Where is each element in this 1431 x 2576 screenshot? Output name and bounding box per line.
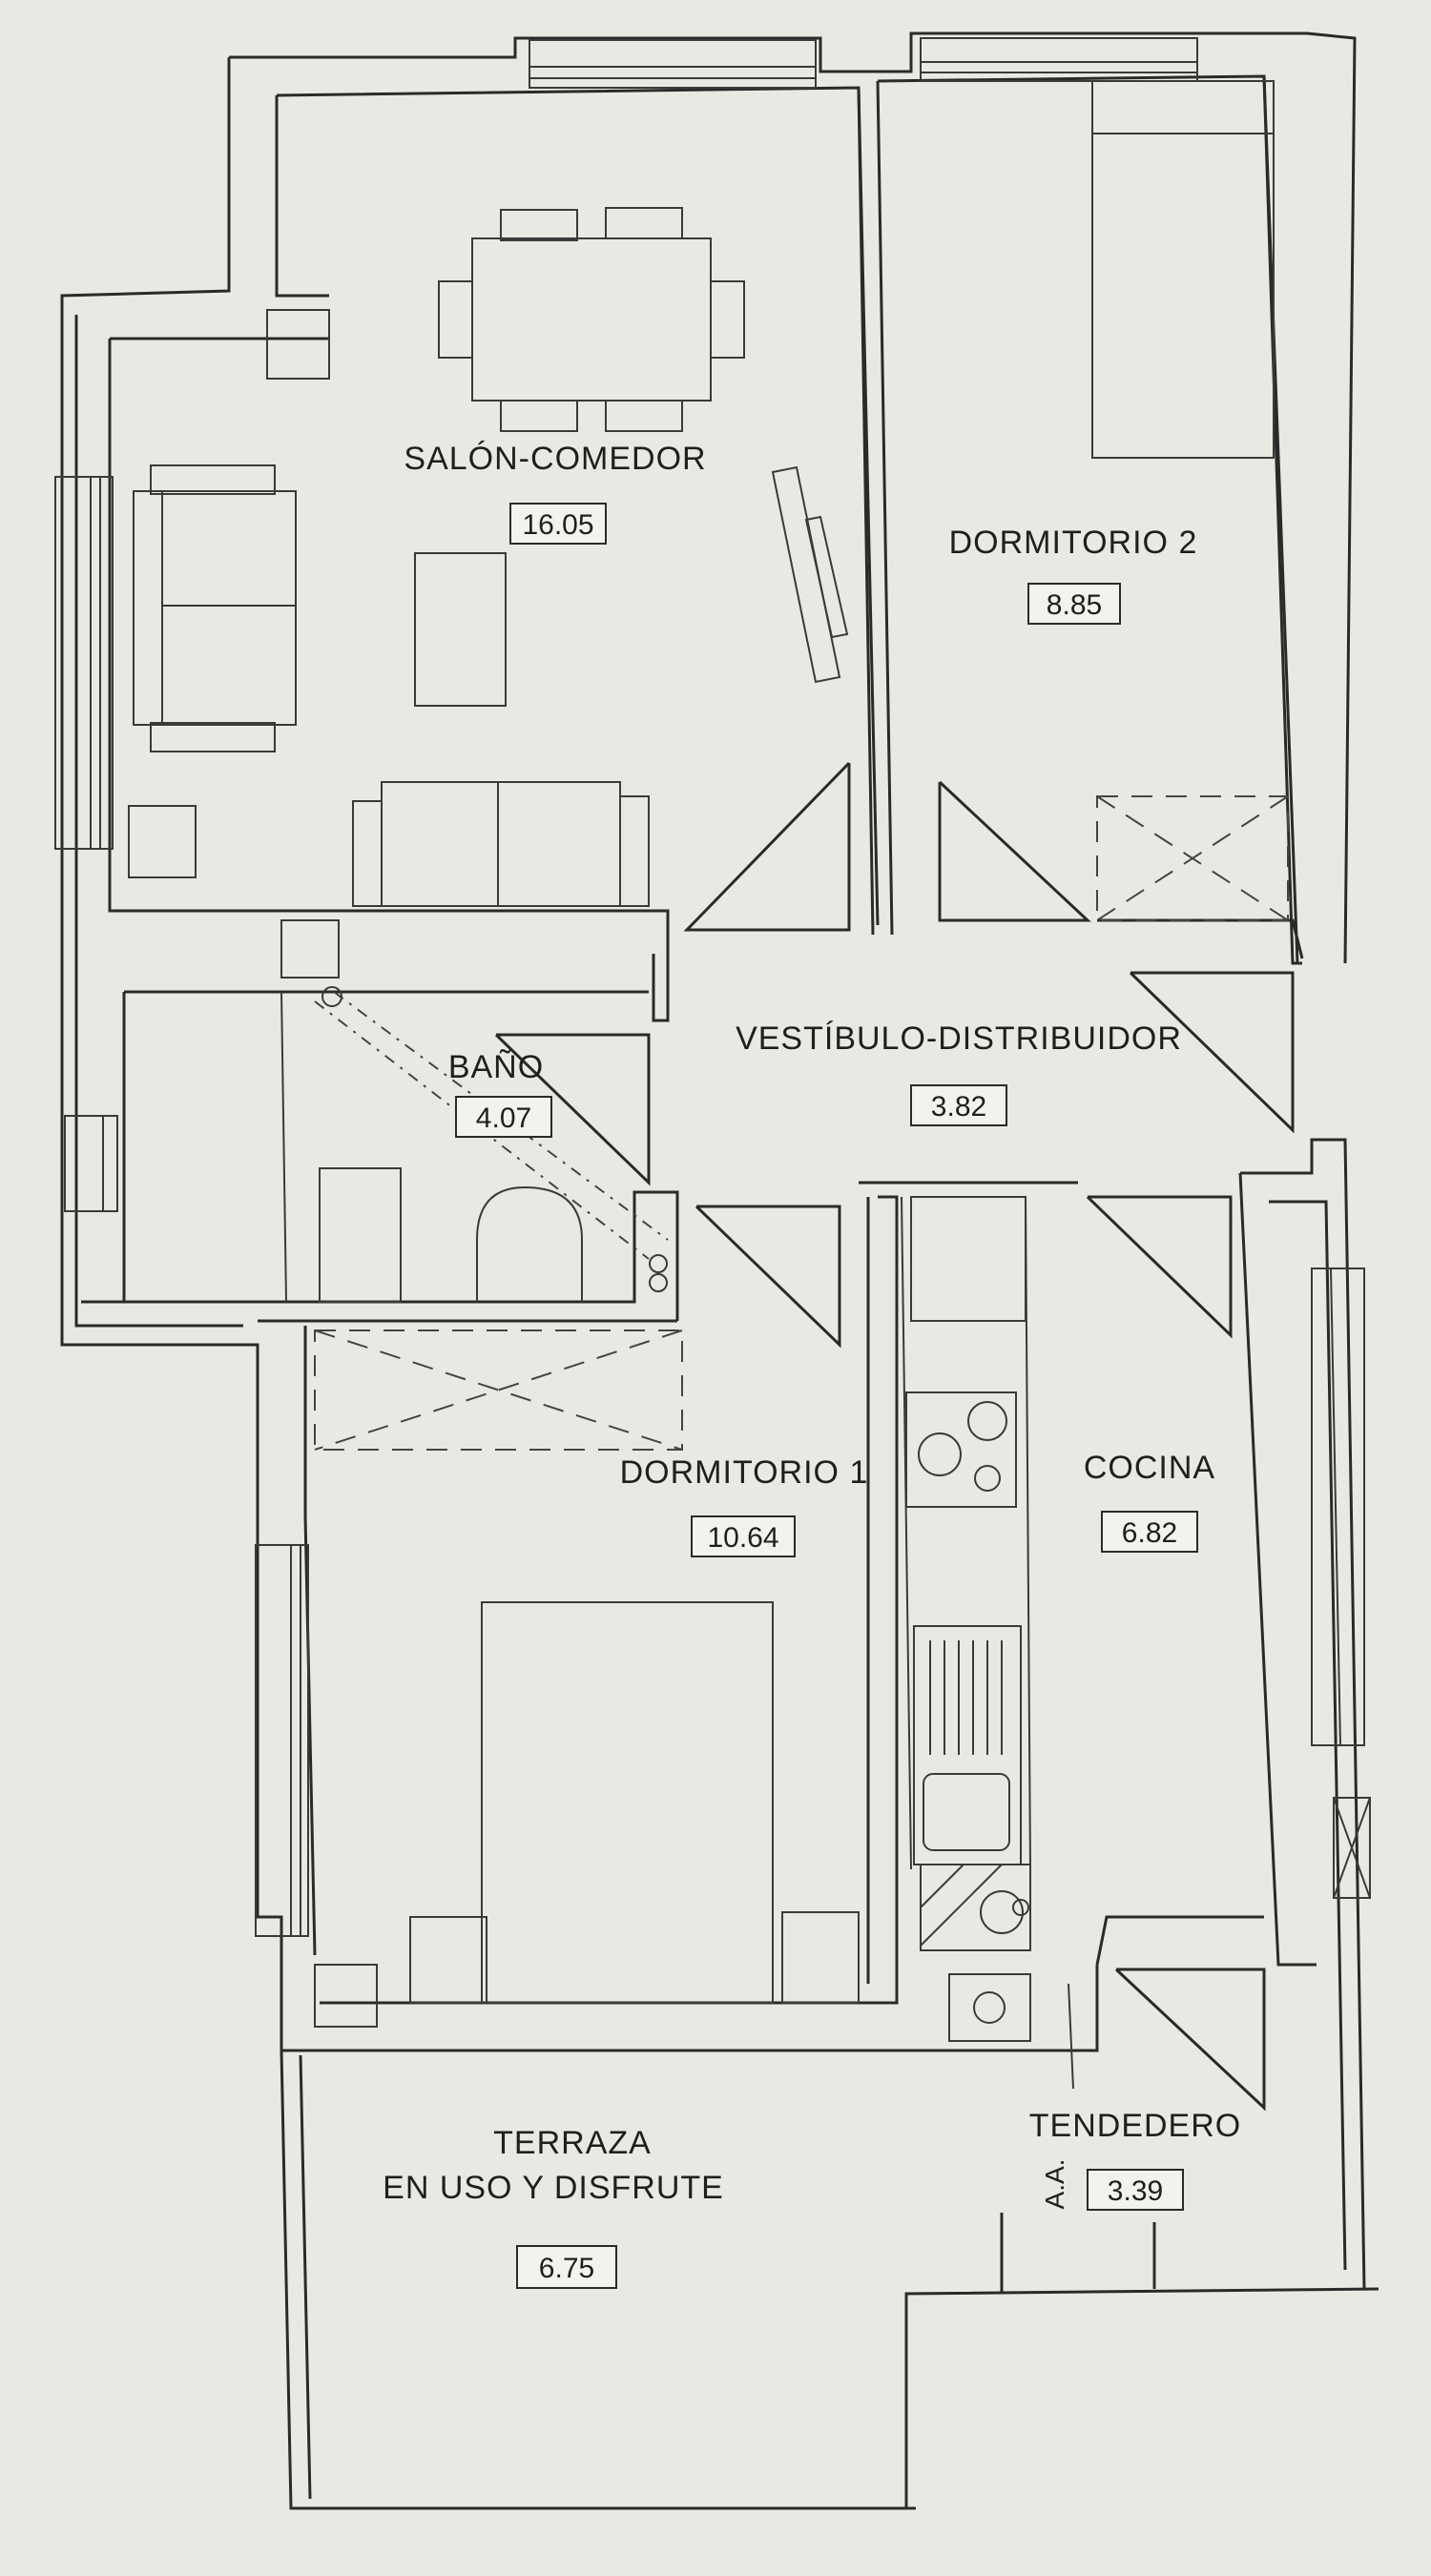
area-vestibulo: 3.82 — [931, 1091, 986, 1123]
aa-annotation: A.A. — [1040, 2159, 1069, 2210]
area-dormitorio-2: 8.85 — [1047, 589, 1102, 621]
room-label-bano: BAÑO — [448, 1049, 544, 1085]
dormitorio-2-furniture — [1091, 80, 1289, 921]
room-label-tendedero: TENDEDERO — [1029, 2108, 1241, 2144]
area-terraza: 6.75 — [539, 2253, 594, 2284]
area-box-salon — [509, 503, 607, 545]
area-salon: 16.05 — [522, 509, 593, 541]
tendedero-lines — [1000, 1983, 1156, 2294]
area-bano: 4.07 — [476, 1103, 531, 1134]
area-box-dormitorio-1 — [691, 1515, 796, 1557]
area-box-dormitorio-2 — [1027, 583, 1121, 625]
room-label-vestibulo: VESTÍBULO-DISTRIBUIDOR — [736, 1020, 1182, 1057]
room-label-cocina: COCINA — [1084, 1450, 1215, 1486]
area-box-cocina — [1101, 1511, 1198, 1553]
salon-furniture — [128, 207, 849, 979]
dormitorio-1-furniture — [314, 1329, 860, 2028]
interior-walls — [81, 80, 1317, 2005]
doors — [494, 761, 1295, 2112]
room-label-terraza-1: TERRAZA — [493, 2125, 652, 2161]
room-label-dormitorio-2: DORMITORIO 2 — [949, 525, 1198, 561]
area-dormitorio-1: 10.64 — [707, 1522, 778, 1554]
windows — [54, 37, 1365, 1937]
area-tendedero: 3.39 — [1108, 2175, 1163, 2207]
room-label-salon: SALÓN-COMEDOR — [404, 441, 706, 477]
area-box-bano — [455, 1096, 552, 1138]
room-label-terraza-2: EN USO Y DISFRUTE — [383, 2170, 724, 2206]
area-box-terraza — [516, 2245, 617, 2289]
room-label-dormitorio-1: DORMITORIO 1 — [620, 1454, 869, 1491]
area-box-tendedero — [1087, 2169, 1184, 2211]
area-cocina: 6.82 — [1122, 1517, 1177, 1549]
room-labels: SALÓN-COMEDOR 16.05 DORMITORIO 2 8.85 BA… — [383, 441, 1241, 2289]
area-box-vestibulo — [910, 1084, 1007, 1126]
cocina-fixtures — [901, 1196, 1371, 2042]
